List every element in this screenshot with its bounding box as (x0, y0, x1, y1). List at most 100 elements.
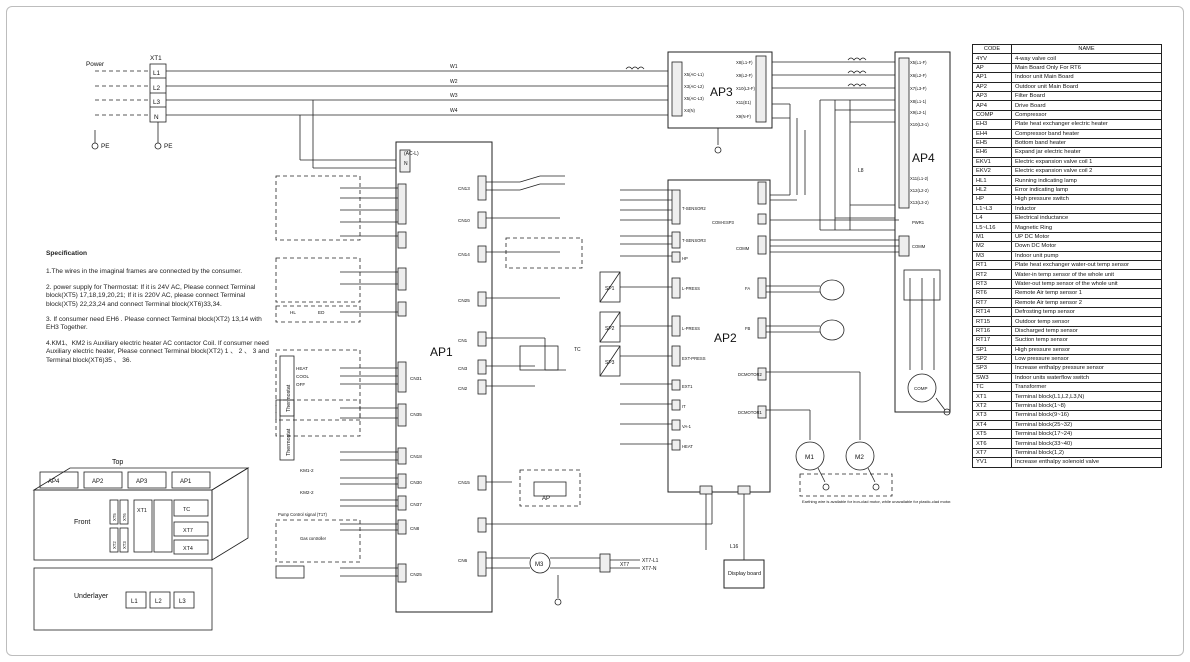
ap1-connector-label: CN37 (410, 502, 422, 507)
ap2-port-label: EXT-PRESS (682, 356, 706, 361)
legend-name: UP DC Motor (1011, 231, 1162, 243)
legend-name: Remote Air temp sensor 1 (1011, 288, 1162, 299)
ap1-connector-label: CN2 (458, 386, 468, 391)
legend-code: AP4 (972, 100, 1012, 111)
xt7-n-label: XT7-N (642, 566, 657, 572)
legend-name: Indoor units waterflow switch (1011, 372, 1162, 384)
legend-code: XT6 (972, 438, 1012, 449)
ap3-port-label: X5(AC-L1) (684, 72, 704, 77)
side-cell-xt6: XT6 (122, 513, 127, 521)
legend-code: HL2 (972, 184, 1012, 196)
top-cell-ap2: AP2 (92, 479, 104, 485)
legend-name: Increase enthalpy solenoid valve (1011, 457, 1162, 468)
cool-label: COOL (296, 374, 309, 379)
ap1-connector-label: CN35 (410, 412, 422, 417)
legend-name: Water-in temp sensor of the whole unit (1011, 269, 1162, 280)
legend-code: XT4 (972, 419, 1012, 431)
m1-label: M1 (805, 454, 814, 461)
legend-name: Electric expansion valve coil 1 (1011, 156, 1162, 168)
ap4-port-label: X11(L1-2) (910, 176, 929, 181)
legend-name: Terminal block(17~24) (1011, 428, 1162, 440)
legend-code: AP3 (972, 90, 1012, 102)
m3-pump-icon (529, 552, 551, 574)
legend-name: Compressor band heater (1011, 128, 1162, 139)
top-cell-ap1: AP1 (180, 479, 192, 485)
gas-controller-label: Gas controller (300, 536, 327, 541)
ap4-port-label: X9(L2-1) (910, 110, 927, 115)
top-cell-ap4: AP4 (48, 479, 60, 485)
legend-name: Increase enthalpy pressure sensor (1011, 363, 1162, 374)
hl-label: HL (290, 310, 296, 315)
legend-name: Bottom band heater (1011, 137, 1162, 149)
ap2-port-label: VA-1 (682, 424, 692, 429)
ap1-n: N (404, 161, 408, 167)
pe-ground-icon (154, 142, 162, 150)
legend-code: L4 (972, 213, 1012, 224)
thermostat-2-label: Thermostat (286, 428, 292, 456)
legend-name: Main Board Only For RT6 (1011, 62, 1162, 74)
tc-label: TC (574, 347, 581, 353)
top-label: Top (112, 459, 123, 466)
legend-code: TC (972, 382, 1012, 393)
ap4-port-label: COMM (912, 244, 926, 249)
xt1-label: XT1 (150, 55, 162, 62)
power-label: Power (86, 61, 105, 68)
off-label: OFF (296, 382, 305, 387)
legend-name: Down DC Motor (1011, 241, 1162, 252)
ap2-label: AP2 (714, 331, 737, 345)
ap1-connector-label: CN14 (458, 252, 470, 257)
ap1-indoor-main-board (395, 141, 493, 613)
ap2-port-label: T-SENSOR3 (682, 238, 706, 243)
front-cell-xt1: XT1 (137, 508, 147, 514)
legend-code: RT15 (972, 316, 1012, 327)
l8-label: L8 (858, 168, 864, 174)
sp3-sensor (599, 345, 621, 377)
ap2-port-label: HP (682, 256, 688, 261)
ap2-outdoor-main-board (667, 179, 771, 493)
legend-name: Expand jar electric heater (1011, 147, 1162, 158)
legend-name: Filter Board (1011, 90, 1162, 102)
legend-name: Plate heat exchanger electric heater (1011, 119, 1162, 130)
legend-code: HL1 (972, 175, 1012, 186)
wire-w1: W1 (450, 64, 458, 70)
underlayer-l2: L2 (155, 599, 162, 605)
spec-item-2: 2. power supply for Thermostat: If it is… (46, 283, 256, 308)
underlayer-label: Underlayer (74, 593, 109, 600)
legend-code: RT16 (972, 325, 1012, 337)
legend-name: Discharged temp sensor (1011, 325, 1162, 337)
legend-code: EH5 (972, 137, 1012, 149)
pe-label-1: PE (101, 143, 110, 150)
ap3-filter-board (667, 51, 773, 129)
front-cell-xt7: XT7 (183, 528, 193, 534)
legend-name: High pressure switch (1011, 194, 1162, 205)
legend-code: L5~L16 (972, 222, 1012, 233)
km2-label: KM2-2 (300, 490, 314, 495)
legend-code: AP (972, 62, 1012, 74)
ap2-port-label: L-PRESS (682, 286, 700, 291)
ap2-port-label: T-SENSOR2 (682, 206, 706, 211)
front-label: Front (74, 519, 90, 526)
underlayer-l3: L3 (179, 599, 186, 605)
legend-code: XT1 (972, 391, 1012, 402)
legend-code: RT1 (972, 259, 1012, 271)
ap4-port-label: X8(L1-1) (910, 99, 927, 104)
wire-w4: W4 (450, 108, 458, 114)
legend-name: Suction temp sensor (1011, 335, 1162, 346)
l16-label: L16 (730, 544, 739, 550)
spec-title: Specification (46, 250, 88, 257)
xt1-l3: L3 (153, 99, 161, 106)
ap4-label: AP4 (912, 151, 935, 165)
